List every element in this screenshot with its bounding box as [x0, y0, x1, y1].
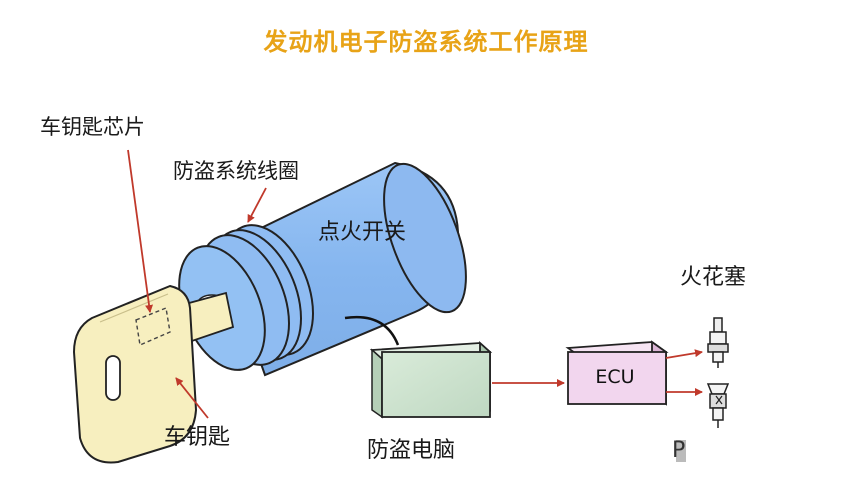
label-cut-off: P: [672, 438, 686, 463]
arrow-ecu-to-spark-plug-1: [665, 349, 703, 359]
spark-plug-1-icon: [707, 317, 729, 368]
key-slot: [105, 355, 121, 401]
wire-cylinder-to-immobilizer: [344, 315, 400, 346]
pointer-key: [175, 377, 209, 419]
cut-off-glyph: [676, 440, 686, 462]
label-key-chip: 车钥匙芯片: [40, 115, 145, 139]
label-ecu: ECU: [595, 366, 635, 388]
spark-plug-2-icon: [706, 383, 730, 428]
key-chip-outline: [135, 307, 171, 347]
label-immobilizer-computer: 防盗电脑: [367, 438, 456, 463]
label-key: 车钥匙: [164, 425, 231, 450]
label-ignition-switch: 点火开关: [318, 220, 407, 245]
page-title: 发动机电子防盗系统工作原理: [263, 28, 589, 56]
label-spark-plug: 火花塞: [680, 265, 747, 290]
immobilizer-box: [369, 340, 493, 419]
pointer-coil: [247, 187, 267, 223]
cylinder-end-cap: [383, 162, 467, 314]
ecu-box: [565, 340, 669, 406]
label-coil: 防盗系统线圈: [173, 159, 299, 183]
key-head: [72, 284, 198, 464]
pointer-key-chip: [127, 149, 154, 313]
